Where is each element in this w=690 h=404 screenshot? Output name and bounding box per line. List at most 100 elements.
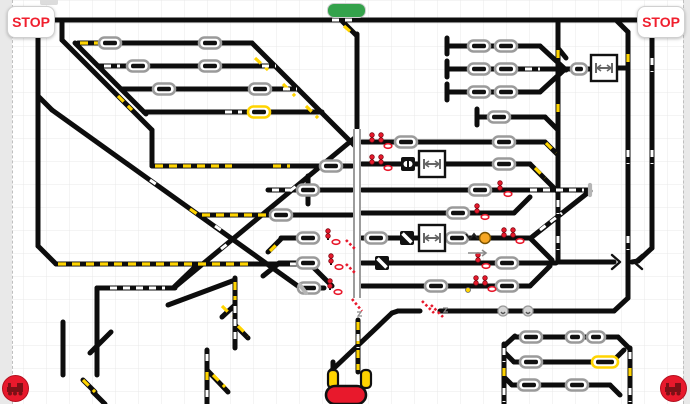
block[interactable] [493, 62, 519, 76]
block[interactable] [569, 62, 589, 76]
track-segment [35, 243, 59, 267]
detail-glyph [356, 311, 363, 317]
block[interactable] [516, 378, 542, 392]
direction-arrow-head [481, 249, 488, 257]
block-highlighted[interactable] [246, 105, 272, 119]
block[interactable] [493, 85, 519, 99]
turntable[interactable] [324, 384, 368, 404]
switch-indicator[interactable] [304, 104, 320, 120]
stop-button-right[interactable]: STOP [637, 6, 685, 38]
block[interactable] [125, 59, 151, 73]
signal-icon[interactable] [369, 132, 393, 150]
direction-box-icon[interactable] [375, 256, 389, 270]
switch-indicator[interactable] [342, 24, 354, 35]
track-segment [165, 277, 238, 308]
block[interactable] [585, 330, 607, 344]
track-segment [511, 194, 533, 216]
switch-indicator[interactable] [189, 207, 201, 218]
route-arrow-icon [632, 253, 644, 271]
connector-box-icon[interactable] [401, 157, 415, 171]
signal-icon[interactable] [501, 227, 525, 245]
toolbar-partial-icon [40, 0, 58, 5]
block[interactable] [494, 256, 520, 270]
block[interactable] [151, 82, 177, 96]
switch-indicator[interactable] [116, 94, 134, 112]
switch-indicator[interactable] [236, 324, 250, 338]
block[interactable] [295, 183, 321, 197]
block[interactable] [466, 39, 492, 53]
switch-indicator[interactable] [544, 141, 558, 155]
signal-icon[interactable] [325, 228, 341, 246]
right-margin-strip [683, 0, 690, 404]
block[interactable] [197, 36, 223, 50]
switch-indicator[interactable] [211, 373, 227, 389]
lamp-icon[interactable] [478, 231, 492, 245]
track-segment [338, 17, 360, 39]
block[interactable] [467, 183, 493, 197]
block[interactable] [466, 62, 492, 76]
signal-icon[interactable] [475, 252, 491, 270]
block[interactable] [444, 231, 470, 245]
actuator-zigzag-icon [465, 232, 479, 241]
switch-indicator[interactable] [268, 241, 280, 253]
direction-box-icon[interactable] [400, 231, 414, 245]
switch-indicator[interactable] [281, 82, 297, 98]
signal-icon[interactable] [474, 203, 490, 221]
track-segment [607, 382, 623, 398]
signal-icon[interactable] [497, 180, 513, 198]
block[interactable] [491, 135, 517, 149]
shuttle-box-icon[interactable] [417, 149, 447, 179]
block[interactable] [493, 39, 519, 53]
train-button-left[interactable] [2, 375, 29, 402]
uncoupler-icon[interactable] [345, 263, 357, 275]
switch-indicator[interactable] [220, 304, 234, 318]
signal-icon[interactable] [328, 253, 344, 271]
sensor-roundel-icon[interactable] [497, 305, 509, 317]
shuttle-box-icon[interactable] [417, 223, 447, 253]
block[interactable] [564, 378, 590, 392]
signal-icon[interactable] [327, 278, 343, 296]
uncoupler-icon[interactable] [345, 239, 357, 251]
train-button-right[interactable] [660, 375, 687, 402]
block[interactable] [318, 159, 344, 173]
block[interactable] [295, 256, 321, 270]
right-page-boundary [683, 0, 684, 404]
block[interactable] [466, 85, 492, 99]
block[interactable] [518, 355, 544, 369]
signal-icon[interactable] [369, 154, 393, 172]
block[interactable] [518, 330, 544, 344]
block[interactable] [97, 36, 123, 50]
track-segment [635, 245, 655, 264]
switch-indicator[interactable] [81, 378, 97, 394]
sensor-indicator [220, 239, 232, 251]
block[interactable] [494, 279, 520, 293]
block[interactable] [363, 231, 389, 245]
track-end-cap [297, 282, 309, 296]
block[interactable] [197, 59, 223, 73]
block[interactable] [491, 157, 517, 171]
switch-indicator[interactable] [533, 166, 547, 180]
block[interactable] [423, 279, 449, 293]
block[interactable] [564, 330, 586, 344]
stop-button-right-label: STOP [642, 14, 680, 30]
block[interactable] [268, 208, 294, 222]
signal-icon[interactable] [473, 275, 497, 293]
stop-button-left-label: STOP [12, 14, 50, 30]
shuttle-box-icon[interactable] [589, 53, 619, 83]
track-segment [249, 40, 360, 151]
block[interactable] [445, 206, 471, 220]
go-indicator-pill[interactable] [327, 3, 366, 18]
stop-button-left[interactable]: STOP [7, 6, 55, 38]
sensor-indicator [539, 211, 563, 232]
track-segment [49, 107, 305, 292]
sensor-roundel-icon[interactable] [522, 305, 534, 317]
block[interactable] [393, 135, 419, 149]
switch-indicator[interactable] [253, 56, 270, 72]
block[interactable] [486, 110, 512, 124]
block-highlighted[interactable] [590, 355, 620, 369]
block[interactable] [295, 231, 321, 245]
block[interactable] [247, 82, 273, 96]
